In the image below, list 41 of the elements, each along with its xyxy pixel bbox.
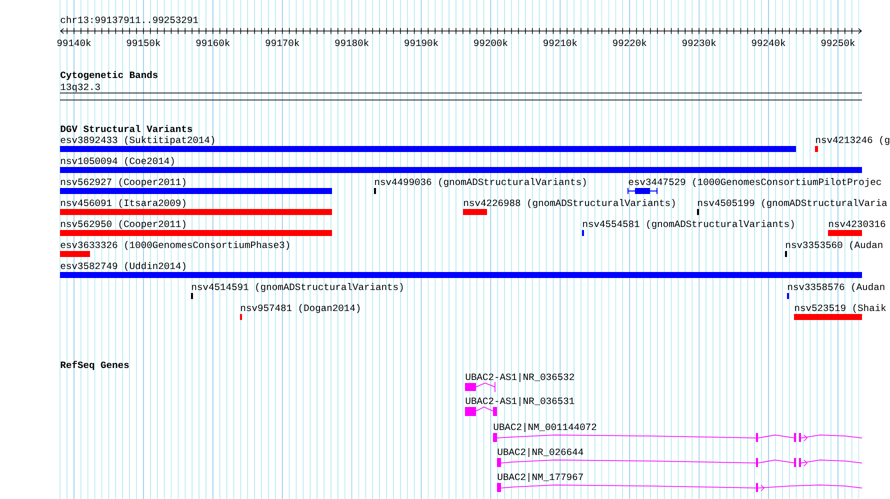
feature-label: nsv4514591 (gnomADStructuralVariants) <box>192 283 403 292</box>
feature-label: UBAC2|NM_001144072 <box>494 423 596 432</box>
feature-label: UBAC2-AS1|NR_036532 <box>466 373 574 382</box>
feature-label: nsv4226988 (gnomADStructuralVariants) <box>464 199 675 208</box>
position-label: chr13:99137911..99253291 <box>60 16 198 24</box>
feature-label: nsv3353560 (Audan <box>786 241 882 250</box>
tick-label: 99140k <box>57 39 91 46</box>
tick-label: 99240k <box>752 39 786 46</box>
feature-label: nsv4499036 (gnomADStructuralVariants) <box>375 178 586 187</box>
tick-label: 99170k <box>266 39 300 46</box>
tick-label: 99210k <box>544 39 577 46</box>
track-heading: Cytogenetic Bands <box>60 71 158 80</box>
tick-label: 99200k <box>474 39 508 46</box>
feature-label: esv3633326 (1000GenomesConsortiumPhase3) <box>60 241 289 250</box>
feature-label: esv3892433 (Suktitipat2014) <box>60 136 214 145</box>
feature-label: nsv1050094 (Coe2014) <box>61 157 174 166</box>
feature-label: UBAC2|NM_177967 <box>498 473 583 482</box>
feature-label: UBAC2|NR_026644 <box>498 448 584 457</box>
feature-label: nsv4213246 (g <box>816 136 890 145</box>
tick-label: 99180k <box>335 39 369 46</box>
track-heading: RefSeq Genes <box>60 360 129 370</box>
tick-label: 99190k <box>404 39 438 46</box>
feature-label: nsv562927 (Cooper2011) <box>61 178 186 187</box>
tick-label: 99250k <box>821 39 855 46</box>
tick-label: 99150k <box>126 39 160 46</box>
feature-label: nsv4505199 (gnomADStructuralVaria <box>698 199 887 208</box>
tick-label: 99160k <box>196 39 230 46</box>
feature-label: nsv3358576 (Audan <box>788 283 884 292</box>
band-label: 13q32.3 <box>60 84 100 92</box>
tick-label: 99220k <box>612 39 646 46</box>
feature-label: nsv562950 (Cooper2011) <box>61 220 186 229</box>
feature-label: nsv957481 (Dogan2014) <box>241 304 360 313</box>
feature-label: esv3582749 (Uddin2014) <box>60 262 186 271</box>
feature-label: nsv4230316 <box>829 220 886 228</box>
feature-label: nsv523519 (Shaik <box>795 304 886 313</box>
tick-label: 99230k <box>682 39 716 46</box>
feature-label: esv3447529 (1000GenomesConsortiumPilotProjec <box>628 178 881 187</box>
feature-label: nsv456091 (Itsara2009) <box>61 199 186 208</box>
feature-label: UBAC2-AS1|NR_036531 <box>466 397 574 406</box>
track-heading: DGV Structural Variants <box>60 125 192 132</box>
feature-label: nsv4554581 (gnomADStructuralVariants) <box>583 220 794 229</box>
